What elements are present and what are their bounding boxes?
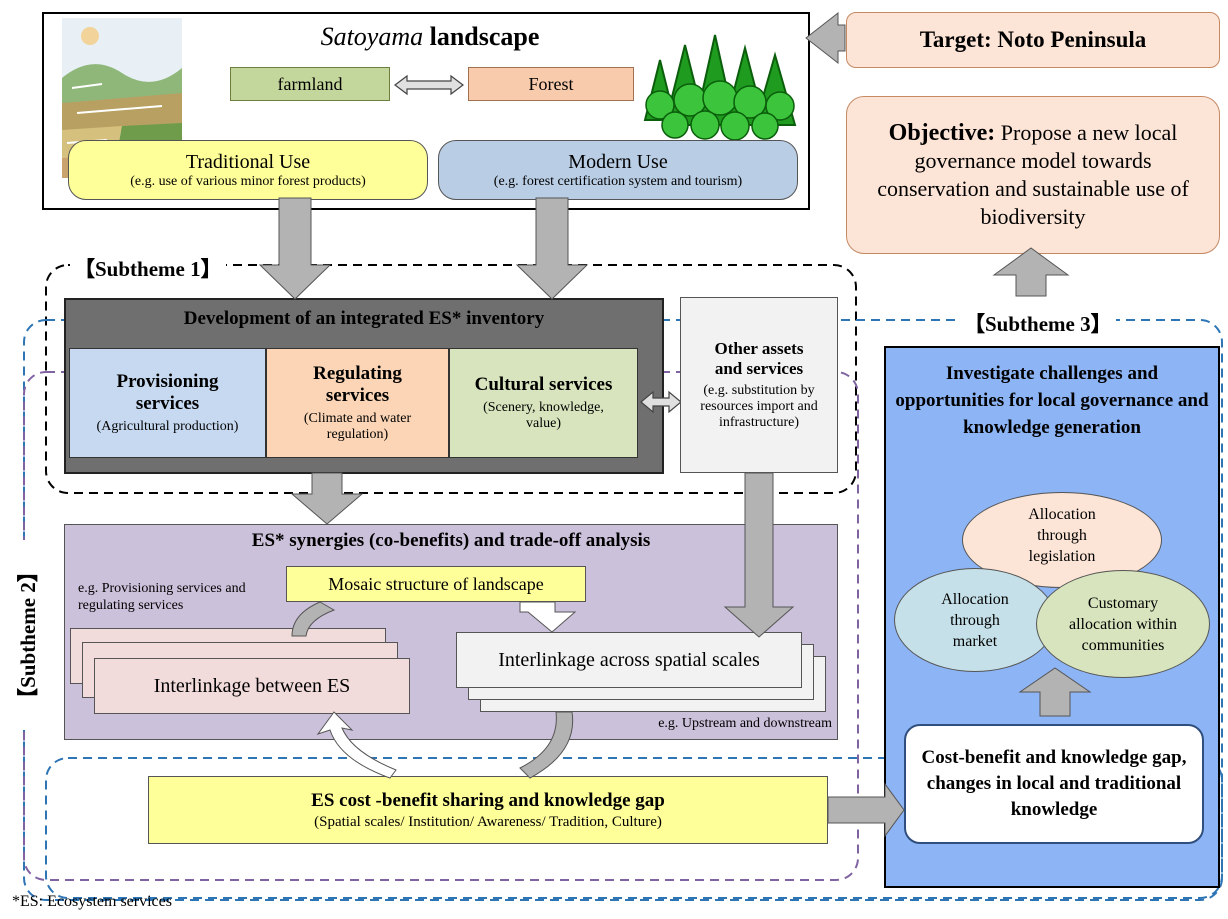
interlinkage-es-box: Interlinkage between ES — [94, 658, 410, 714]
mosaic-box: Mosaic structure of landscape — [286, 566, 586, 602]
provisioning-services-title: Provisioning services — [116, 371, 219, 414]
subtheme2-label: 【Subtheme 2】 — [12, 540, 42, 730]
footnote: *ES: Ecosystem services — [12, 893, 172, 911]
es-inventory-title: Development of an integrated ES* invento… — [64, 308, 664, 330]
objective-box: Objective: Propose a new local governanc… — [846, 96, 1220, 254]
modern-use-title: Modern Use — [568, 150, 668, 173]
traditional-use-title: Traditional Use — [185, 150, 311, 173]
customary-allocation-ellipse: Customary allocation within communities — [1036, 570, 1210, 678]
satoyama-title-rest: landscape — [423, 22, 540, 51]
investigate-text: Investigate challenges and opportunities… — [895, 363, 1209, 438]
footnote-text: *ES: Ecosystem services — [12, 893, 172, 910]
interlinkage-spatial-box: Interlinkage across spatial scales — [456, 632, 802, 688]
investigate-text-block: Investigate challenges and opportunities… — [892, 360, 1212, 441]
regulating-services-box: Regulating services (Climate and water r… — [266, 348, 449, 458]
farmland-box: farmland — [230, 67, 390, 101]
provisioning-services-example: (Agricultural production) — [96, 419, 239, 434]
costbenefit-boundary — [45, 757, 1223, 899]
farmland-label: farmland — [277, 73, 343, 94]
es-synergy-title: ES* synergies (co-benefits) and trade-of… — [64, 530, 838, 552]
farmland-forest-double-arrow — [394, 74, 464, 96]
objective-label: Objective: — [888, 120, 996, 146]
forest-box: Forest — [468, 67, 634, 101]
satoyama-title: Satoyama landscape — [220, 22, 640, 52]
provisioning-services-box: Provisioning services (Agricultural prod… — [69, 348, 266, 458]
subtheme1-label-text: 【Subtheme 1】 — [74, 257, 222, 281]
customary-allocation-label: Customary allocation within communities — [1069, 594, 1177, 654]
regulating-services-example: (Climate and water regulation) — [303, 411, 412, 442]
cultural-services-title: Cultural services — [474, 374, 613, 395]
cost-benefit-sharing-box: ES cost -benefit sharing and knowledge g… — [148, 776, 828, 844]
other-assets-title: Other assets and services — [714, 339, 804, 378]
mosaic-label: Mosaic structure of landscape — [328, 573, 544, 594]
subtheme1-boundary — [45, 264, 857, 494]
cost-benefit-gap-text: Cost-benefit and knowledge gap, changes … — [921, 747, 1187, 820]
other-assets-box: Other assets and services (e.g. substitu… — [680, 297, 838, 473]
es-inventory-title-text: Development of an integrated ES* invento… — [183, 308, 545, 329]
other-assets-example: (e.g. substitution by resources import a… — [700, 383, 818, 430]
target-label: Target: Noto Peninsula — [919, 27, 1147, 52]
regulating-services-title: Regulating services — [313, 363, 402, 406]
cultural-services-example: (Scenery, knowledge, value) — [483, 400, 604, 431]
cost-benefit-sharing-example: (Spatial scales/ Institution/ Awareness/… — [314, 813, 662, 830]
es-synergy-title-text: ES* synergies (co-benefits) and trade-of… — [251, 530, 651, 551]
allocation-market-label: Allocation through market — [941, 590, 1009, 650]
interlinkage-es-label: Interlinkage between ES — [153, 674, 351, 697]
traditional-use-box: Traditional Use (e.g. use of various min… — [68, 140, 428, 200]
forest-label: Forest — [528, 73, 574, 94]
allocation-market-ellipse: Allocation through market — [894, 568, 1056, 672]
cultural-services-box: Cultural services (Scenery, knowledge, v… — [449, 348, 638, 458]
target-box: Target: Noto Peninsula — [846, 12, 1220, 68]
objective-text: Propose a new local governance model tow… — [877, 120, 1189, 229]
modern-use-box: Modern Use (e.g. forest certification sy… — [438, 140, 798, 200]
example-prov-reg: e.g. Provisioning services and regulatin… — [78, 580, 268, 614]
subtheme3-label-text: 【Subtheme 3】 — [964, 312, 1112, 336]
forest-illustration — [643, 34, 797, 140]
traditional-use-example: (e.g. use of various minor forest produc… — [130, 173, 366, 189]
satoyama-title-italic: Satoyama — [320, 22, 424, 51]
subtheme1-label: 【Subtheme 1】 — [70, 253, 226, 283]
cost-benefit-sharing-title: ES cost -benefit sharing and knowledge g… — [311, 789, 665, 811]
cost-benefit-gap-box: Cost-benefit and knowledge gap, changes … — [904, 724, 1204, 844]
example-prov-reg-text: e.g. Provisioning services and regulatin… — [78, 581, 246, 613]
modern-use-example: (e.g. forest certification system and to… — [493, 173, 743, 189]
allocation-legislation-label: Allocation through legislation — [1028, 505, 1096, 565]
subtheme3-label: 【Subtheme 3】 — [960, 308, 1116, 338]
example-upstream-text: e.g. Upstream and downstream — [658, 716, 832, 731]
interlinkage-spatial-label: Interlinkage across spatial scales — [498, 648, 760, 671]
example-upstream: e.g. Upstream and downstream — [610, 716, 832, 732]
